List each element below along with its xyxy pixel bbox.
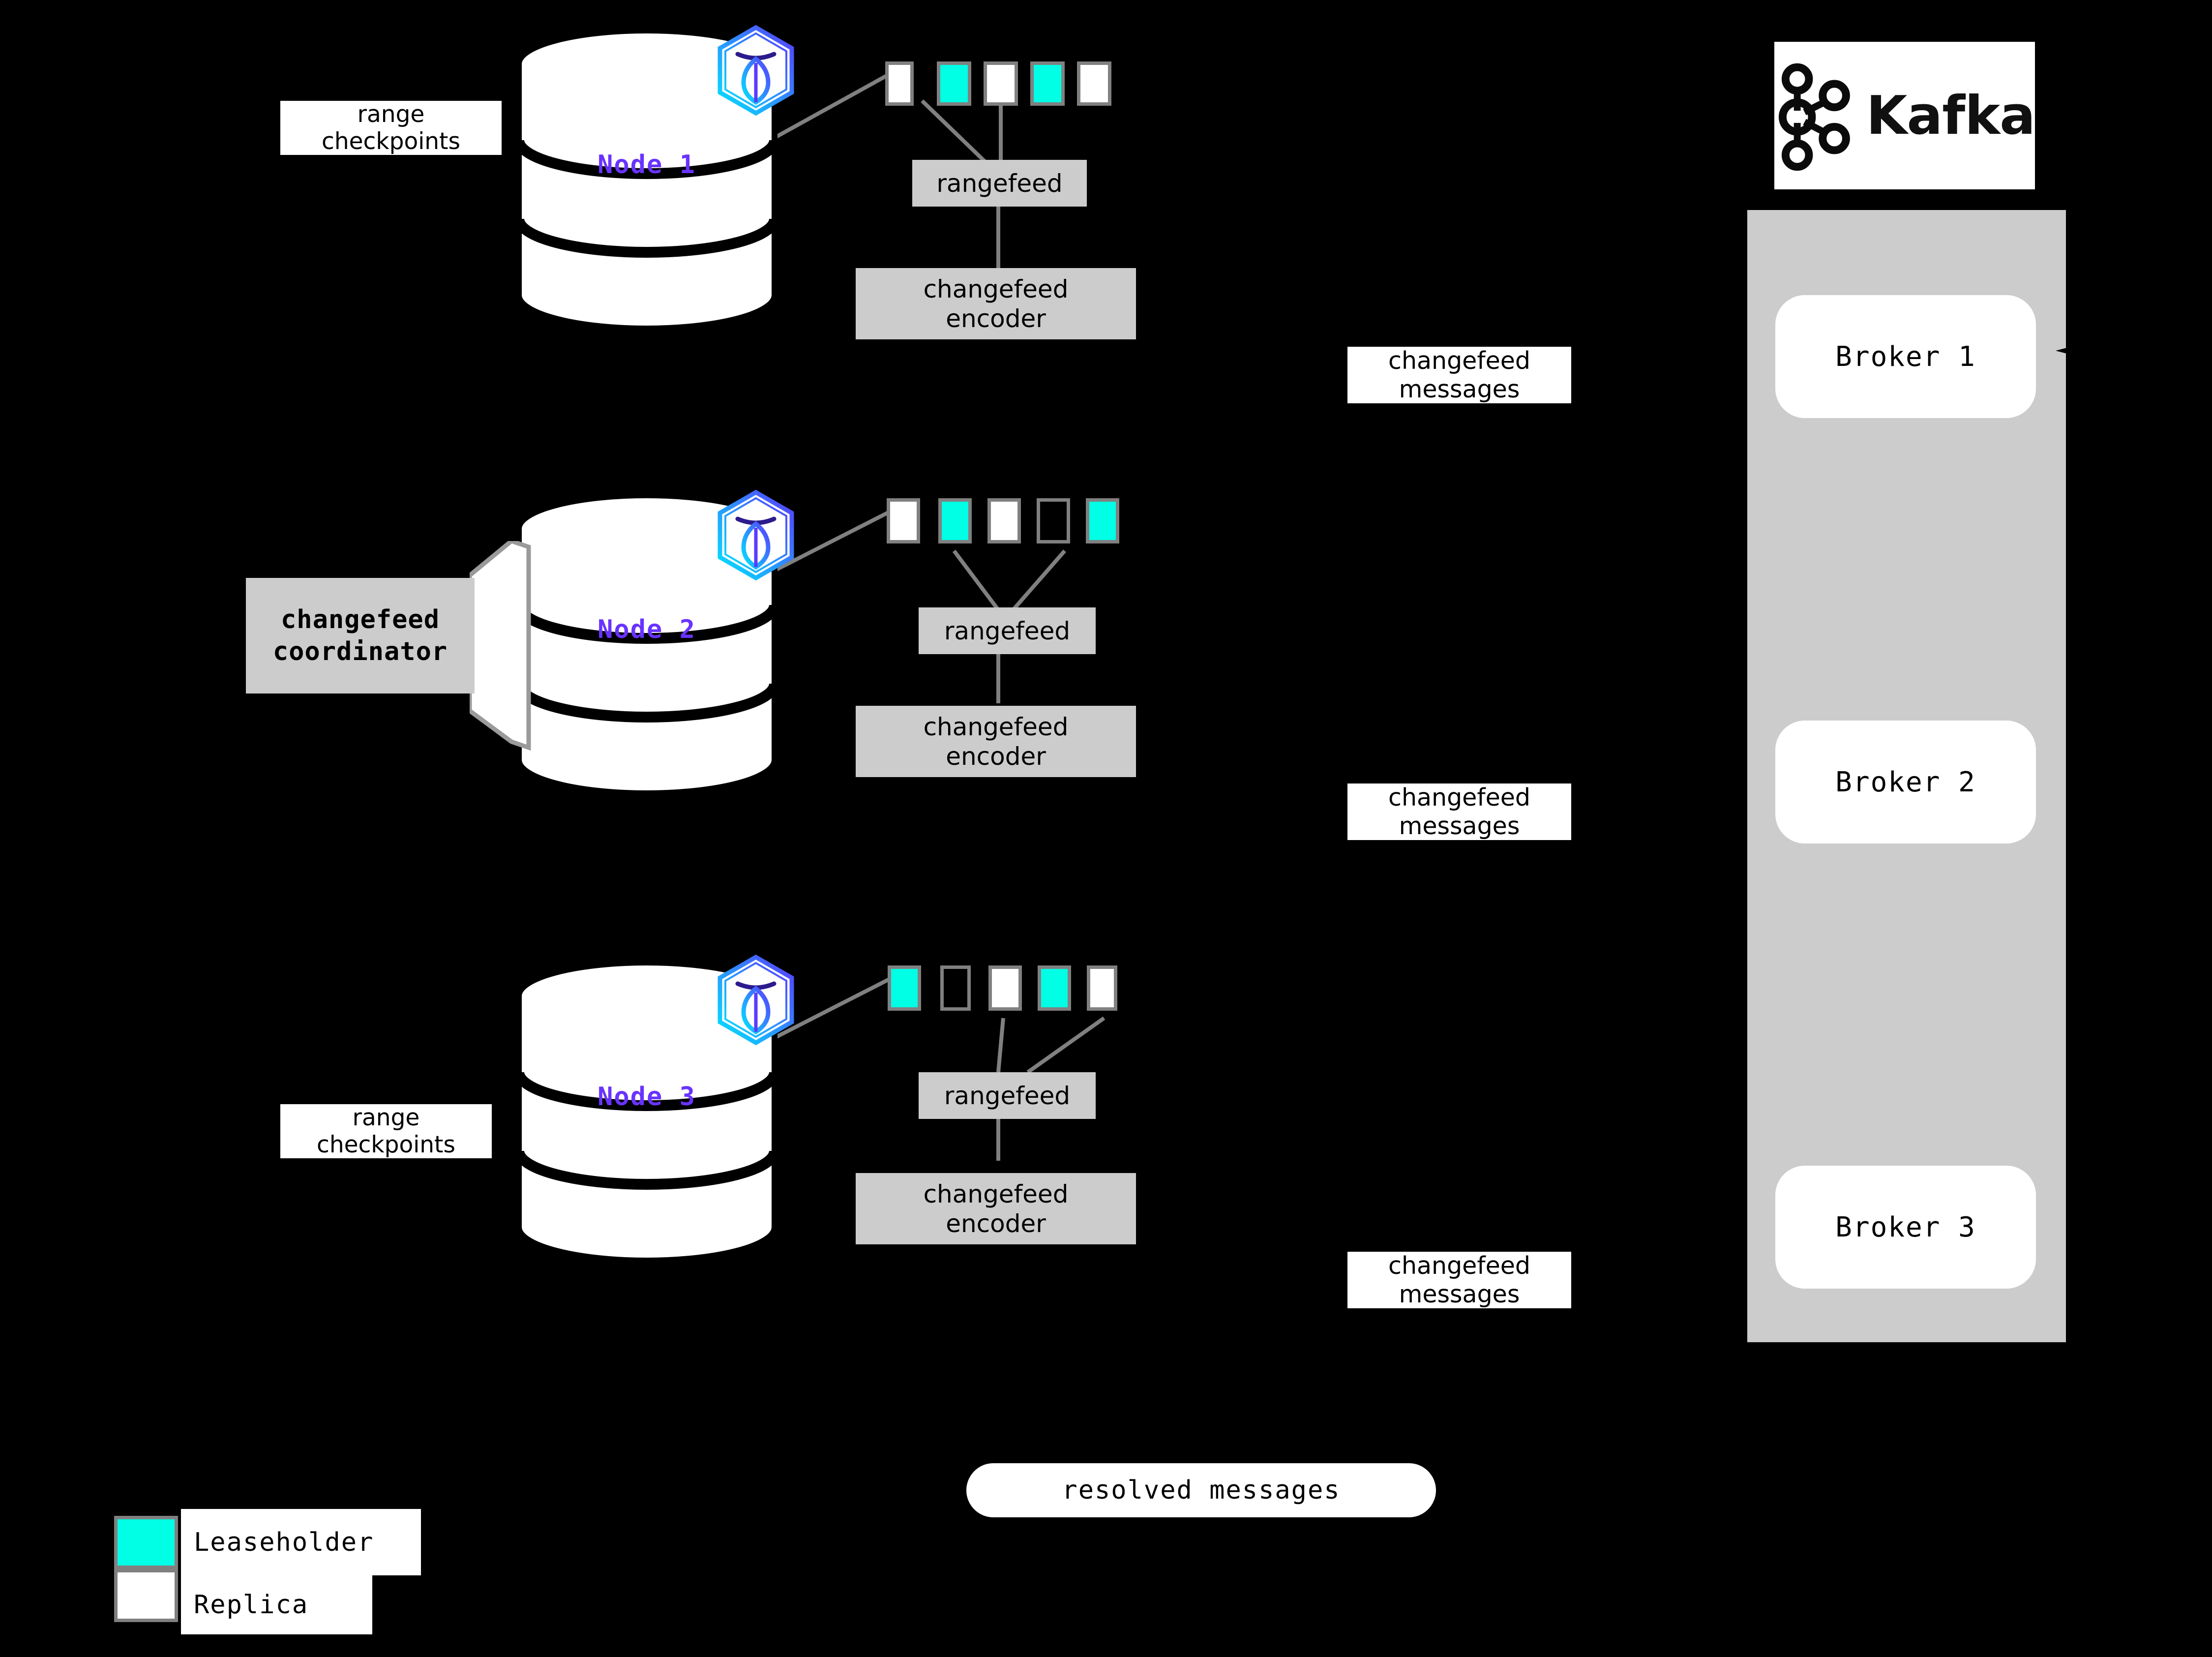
legend-label-replica: Replica — [181, 1575, 372, 1634]
kafka-logo: Kafka — [1774, 42, 2035, 189]
range-box[interactable] — [1037, 498, 1070, 543]
range-box[interactable] — [885, 61, 914, 106]
node-2-cylinder: Node 2 — [514, 492, 779, 797]
kafka-inbound-arrow-icon — [2056, 344, 2080, 357]
rangefeed-box-2[interactable]: rangefeed — [919, 607, 1096, 654]
broker-box-1[interactable]: Broker 1 — [1775, 295, 2036, 418]
node-1-cylinder: Node 1 — [514, 27, 779, 332]
rangefeed-box-3[interactable]: rangefeed — [919, 1072, 1096, 1119]
range-box[interactable] — [1087, 965, 1117, 1011]
range-box[interactable] — [1077, 61, 1111, 106]
legend-label-leaseholder: Leaseholder — [181, 1509, 421, 1575]
node-3-title: Node 3 — [598, 1082, 696, 1112]
resolved-messages-pill[interactable]: resolved messages — [966, 1463, 1436, 1517]
legend-swatch-replica — [114, 1569, 178, 1622]
legend-swatch-leaseholder — [114, 1516, 178, 1569]
range-box[interactable] — [987, 498, 1021, 543]
kafka-wordmark: Kafka — [1866, 85, 2035, 147]
rangefeed-box-1[interactable]: rangefeed — [912, 160, 1087, 207]
range-box[interactable] — [888, 965, 921, 1011]
node-1-title: Node 1 — [598, 150, 696, 180]
broker-box-3[interactable]: Broker 3 — [1775, 1166, 2036, 1289]
range-box[interactable] — [988, 965, 1022, 1011]
coordinator-pointer — [470, 541, 531, 751]
range-box[interactable] — [887, 498, 920, 543]
node-2-title: Node 2 — [598, 615, 696, 644]
kafka-nodes-icon — [1778, 63, 1850, 171]
range-box[interactable] — [937, 61, 971, 106]
range-box[interactable] — [1086, 498, 1119, 543]
cockroachdb-hexagon-icon — [714, 488, 798, 584]
cockroachdb-hexagon-icon — [714, 953, 798, 1049]
range-box[interactable] — [1038, 965, 1071, 1011]
range-box[interactable] — [1030, 61, 1065, 106]
range-box[interactable] — [940, 965, 971, 1011]
broker-box-2[interactable]: Broker 2 — [1775, 721, 2036, 844]
cockroachdb-hexagon-icon — [714, 24, 798, 119]
range-box[interactable] — [938, 498, 972, 543]
range-box[interactable] — [984, 61, 1018, 106]
